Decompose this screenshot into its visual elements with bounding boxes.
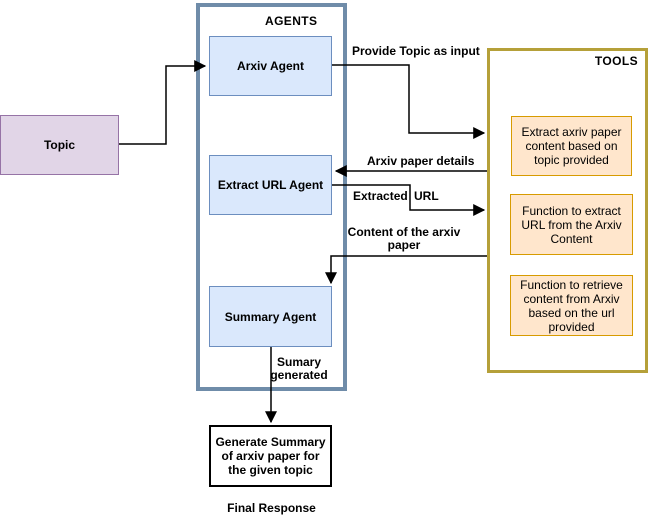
edge-label-summary-generated: Sumary generated (270, 355, 328, 382)
edge-label-provide-topic: Provide Topic as input (352, 44, 480, 58)
edge-label-arxiv-paper-details: Arxiv paper details (367, 154, 475, 168)
node-extract-url-agent: Extract URL Agent (209, 155, 332, 215)
tools-group-title: TOOLS (594, 54, 638, 68)
edge-tools-to-summary-agent (325, 255, 487, 285)
node-arxiv-agent: Arxiv Agent (209, 36, 332, 96)
node-tool-retrieve-content-function: Function to retrieve content from Arxiv … (510, 275, 633, 336)
node-tool-extract-paper-content: Extract axriv paper content based on top… (511, 116, 632, 176)
node-tool-extract-paper-content-label: Extract axriv paper content based on top… (521, 125, 622, 167)
agents-group-title: AGENTS (265, 14, 318, 28)
node-generate-summary-label: Generate Summary of arxiv paper for the … (215, 435, 326, 477)
node-arxiv-agent-label: Arxiv Agent (237, 59, 304, 73)
edge-label-content-of-paper: Content of the arxiv paper (347, 225, 461, 252)
edge-arxiv-agent-to-tools (332, 64, 486, 139)
node-summary-agent-label: Summary Agent (224, 309, 317, 324)
node-extract-url-agent-label: Extract URL Agent (217, 178, 324, 192)
final-response-label: Final Response (227, 501, 316, 515)
node-generate-summary: Generate Summary of arxiv paper for the … (209, 425, 332, 487)
node-summary-agent: Summary Agent (209, 286, 332, 347)
node-tool-retrieve-content-function-label: Function to retrieve content from Arxiv … (520, 277, 623, 334)
node-topic-label: Topic (43, 138, 76, 152)
edge-topic-to-arxiv-agent (119, 60, 207, 145)
node-tool-extract-url-function: Function to extract URL from the Arxiv C… (510, 194, 633, 255)
node-tool-extract-url-function-label: Function to extract URL from the Arxiv C… (521, 203, 622, 246)
node-topic: Topic (0, 115, 119, 175)
edge-label-url: URL (414, 189, 439, 203)
edge-label-extracted: Extracted (353, 189, 408, 203)
